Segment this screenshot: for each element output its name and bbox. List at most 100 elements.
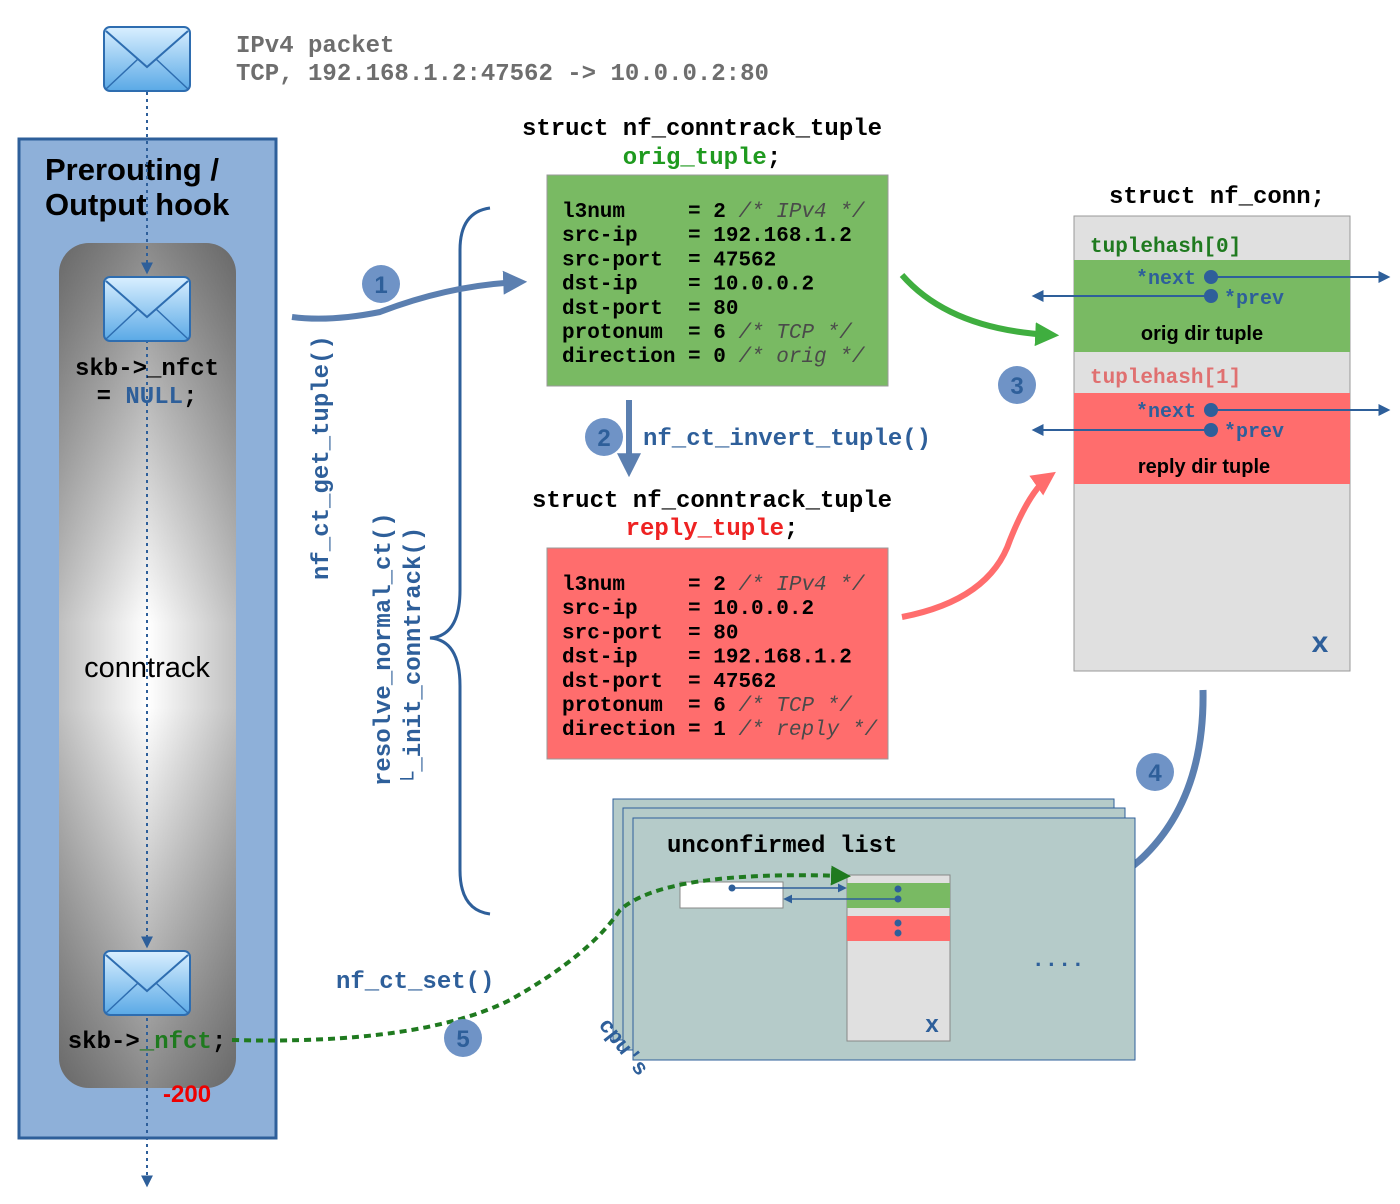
tuple-field-value: 192.168.1.2 [713, 647, 852, 670]
tuple-field-value: 47562 [713, 671, 776, 694]
tuple-field-name: src-port = [562, 249, 713, 272]
tuple-field-name: dst-ip = [562, 274, 713, 297]
arrow-orig-to-conn [899, 273, 1060, 347]
arrow-reply-to-conn [901, 471, 1056, 620]
hook-title-line1: Prerouting / [45, 152, 219, 187]
tuple-field-name: protonum = [562, 322, 713, 345]
list-dot [894, 929, 902, 937]
conntrack-capsule-shade [59, 243, 236, 1088]
brace [429, 206, 491, 916]
arrow-nf-ct-set [231, 865, 851, 1043]
tuple-field-comment: /* TCP */ [726, 695, 853, 718]
fn-nf-ct-set: nf_ct_set() [336, 969, 494, 996]
step-1-badge: 1 [362, 265, 400, 303]
tuple-field-value: 80 [713, 622, 738, 645]
tuple-field-row: l3num = 2 /* IPv4 */ [562, 201, 866, 224]
orig-dir-label: orig dir tuple [1141, 323, 1263, 345]
step-5-badge: 5 [444, 1019, 482, 1057]
tuple-field-row: dst-port = 47562 [562, 671, 776, 694]
fn-invert-tuple: nf_ct_invert_tuple() [643, 426, 931, 453]
tuple-field-value: 10.0.0.2 [713, 274, 814, 297]
step-2-badge: 2 [585, 418, 623, 456]
reply-dir-label: reply dir tuple [1138, 456, 1270, 478]
reply-tuple-box [546, 547, 889, 760]
skb-nfct-null: = NULL; [97, 384, 198, 411]
svg-text:2: 2 [597, 425, 610, 452]
tuple-field-value: 192.168.1.2 [713, 225, 852, 248]
tuple-field-name: direction = [562, 346, 713, 369]
tuple-field-value: 2 [713, 201, 726, 224]
th0-next-label: *next [1136, 268, 1196, 291]
list-conn-x: x [925, 1011, 939, 1038]
tuple-field-row: dst-ip = 192.168.1.2 [562, 647, 852, 670]
tuple-field-name: dst-ip = [562, 647, 713, 670]
tuple-field-row: src-ip = 10.0.0.2 [562, 598, 814, 621]
tuple-field-name: l3num = [562, 574, 713, 597]
tuple-field-comment: /* IPv4 */ [726, 201, 866, 224]
tuple-field-row: dst-port = 80 [562, 298, 738, 321]
envelope-icon [103, 276, 191, 342]
envelope-icon [103, 950, 191, 1016]
tuple-field-row: src-ip = 192.168.1.2 [562, 225, 852, 248]
tuple-field-name: src-port = [562, 622, 713, 645]
svg-text:5: 5 [456, 1026, 469, 1053]
th1-prev-label: *prev [1224, 421, 1284, 444]
tuplehash1-label: tuplehash[1] [1090, 367, 1241, 390]
list-dot [894, 885, 902, 893]
skb-nfct-top: skb->_nfct [75, 356, 219, 383]
nf-conn-x: x [1312, 626, 1329, 659]
fn-init-conntrack: └_init_conntrack() [400, 527, 428, 786]
arrow-get-tuple [291, 270, 528, 322]
reply-tuple-var: reply_tuple; [626, 516, 799, 543]
tuple-field-name: src-ip = [562, 225, 713, 248]
tuple-field-value: 1 [713, 719, 726, 742]
svg-text:4: 4 [1148, 760, 1162, 787]
tuple-field-name: protonum = [562, 695, 713, 718]
packet-line2: TCP, 192.168.1.2:47562 -> 10.0.0.2:80 [236, 61, 769, 88]
orig-tuple-header: struct nf_conntrack_tuple [522, 116, 882, 143]
tuple-field-name: dst-port = [562, 298, 713, 321]
tuple-field-comment: /* TCP */ [726, 322, 853, 345]
th1-next-label: *next [1136, 401, 1196, 424]
fn-resolve-normal-ct: resolve_normal_ct() [371, 512, 398, 786]
step-3-badge: 3 [998, 366, 1036, 404]
fn-get-tuple: nf_ct_get_tuple() [309, 335, 336, 580]
envelope-icon [103, 26, 191, 92]
tuple-field-value: 80 [713, 298, 738, 321]
tuple-field-name: l3num = [562, 201, 713, 224]
tuple-field-name: src-ip = [562, 598, 713, 621]
svg-text:1: 1 [374, 272, 387, 299]
orig-tuple-box [546, 174, 889, 387]
tuple-field-row: direction = 1 /* reply */ [562, 719, 878, 742]
unconfirmed-title: unconfirmed list [667, 833, 897, 860]
orig-tuple-var: orig_tuple; [623, 145, 781, 172]
step-4-badge: 4 [1136, 753, 1174, 791]
list-dot [894, 919, 902, 927]
tuple-field-comment: /* IPv4 */ [726, 574, 866, 597]
reply-tuple-header: struct nf_conntrack_tuple [532, 488, 892, 515]
tuple-field-name: dst-port = [562, 671, 713, 694]
th0-prev-label: *prev [1224, 288, 1284, 311]
svg-text:3: 3 [1010, 373, 1023, 400]
tuple-field-value: 6 [713, 322, 726, 345]
orig-tuple-fields: l3num = 2 /* IPv4 */src-ip = 192.168.1.2… [562, 201, 866, 369]
tuple-field-row: protonum = 6 /* TCP */ [562, 322, 853, 345]
tuple-field-row: l3num = 2 /* IPv4 */ [562, 574, 866, 597]
tuple-field-row: dst-ip = 10.0.0.2 [562, 274, 814, 297]
nf-conn-header: struct nf_conn; [1109, 184, 1325, 211]
priority-label: -200 [163, 1081, 211, 1108]
tuple-field-value: 6 [713, 695, 726, 718]
list-more-dots: .... [1032, 948, 1085, 973]
tuple-field-row: src-port = 80 [562, 622, 738, 645]
tuple-field-value: 2 [713, 574, 726, 597]
packet-line1: IPv4 packet [236, 33, 394, 60]
tuple-field-row: src-port = 47562 [562, 249, 776, 272]
tuple-field-value: 10.0.0.2 [713, 598, 814, 621]
reply-tuple-fields: l3num = 2 /* IPv4 */src-ip = 10.0.0.2src… [562, 574, 878, 742]
tuplehash0-label: tuplehash[0] [1090, 236, 1241, 259]
tuple-field-name: direction = [562, 719, 713, 742]
tuple-field-comment: /* reply */ [726, 719, 879, 742]
tuple-field-row: direction = 0 /* orig */ [562, 346, 866, 369]
tuple-field-value: 47562 [713, 249, 776, 272]
